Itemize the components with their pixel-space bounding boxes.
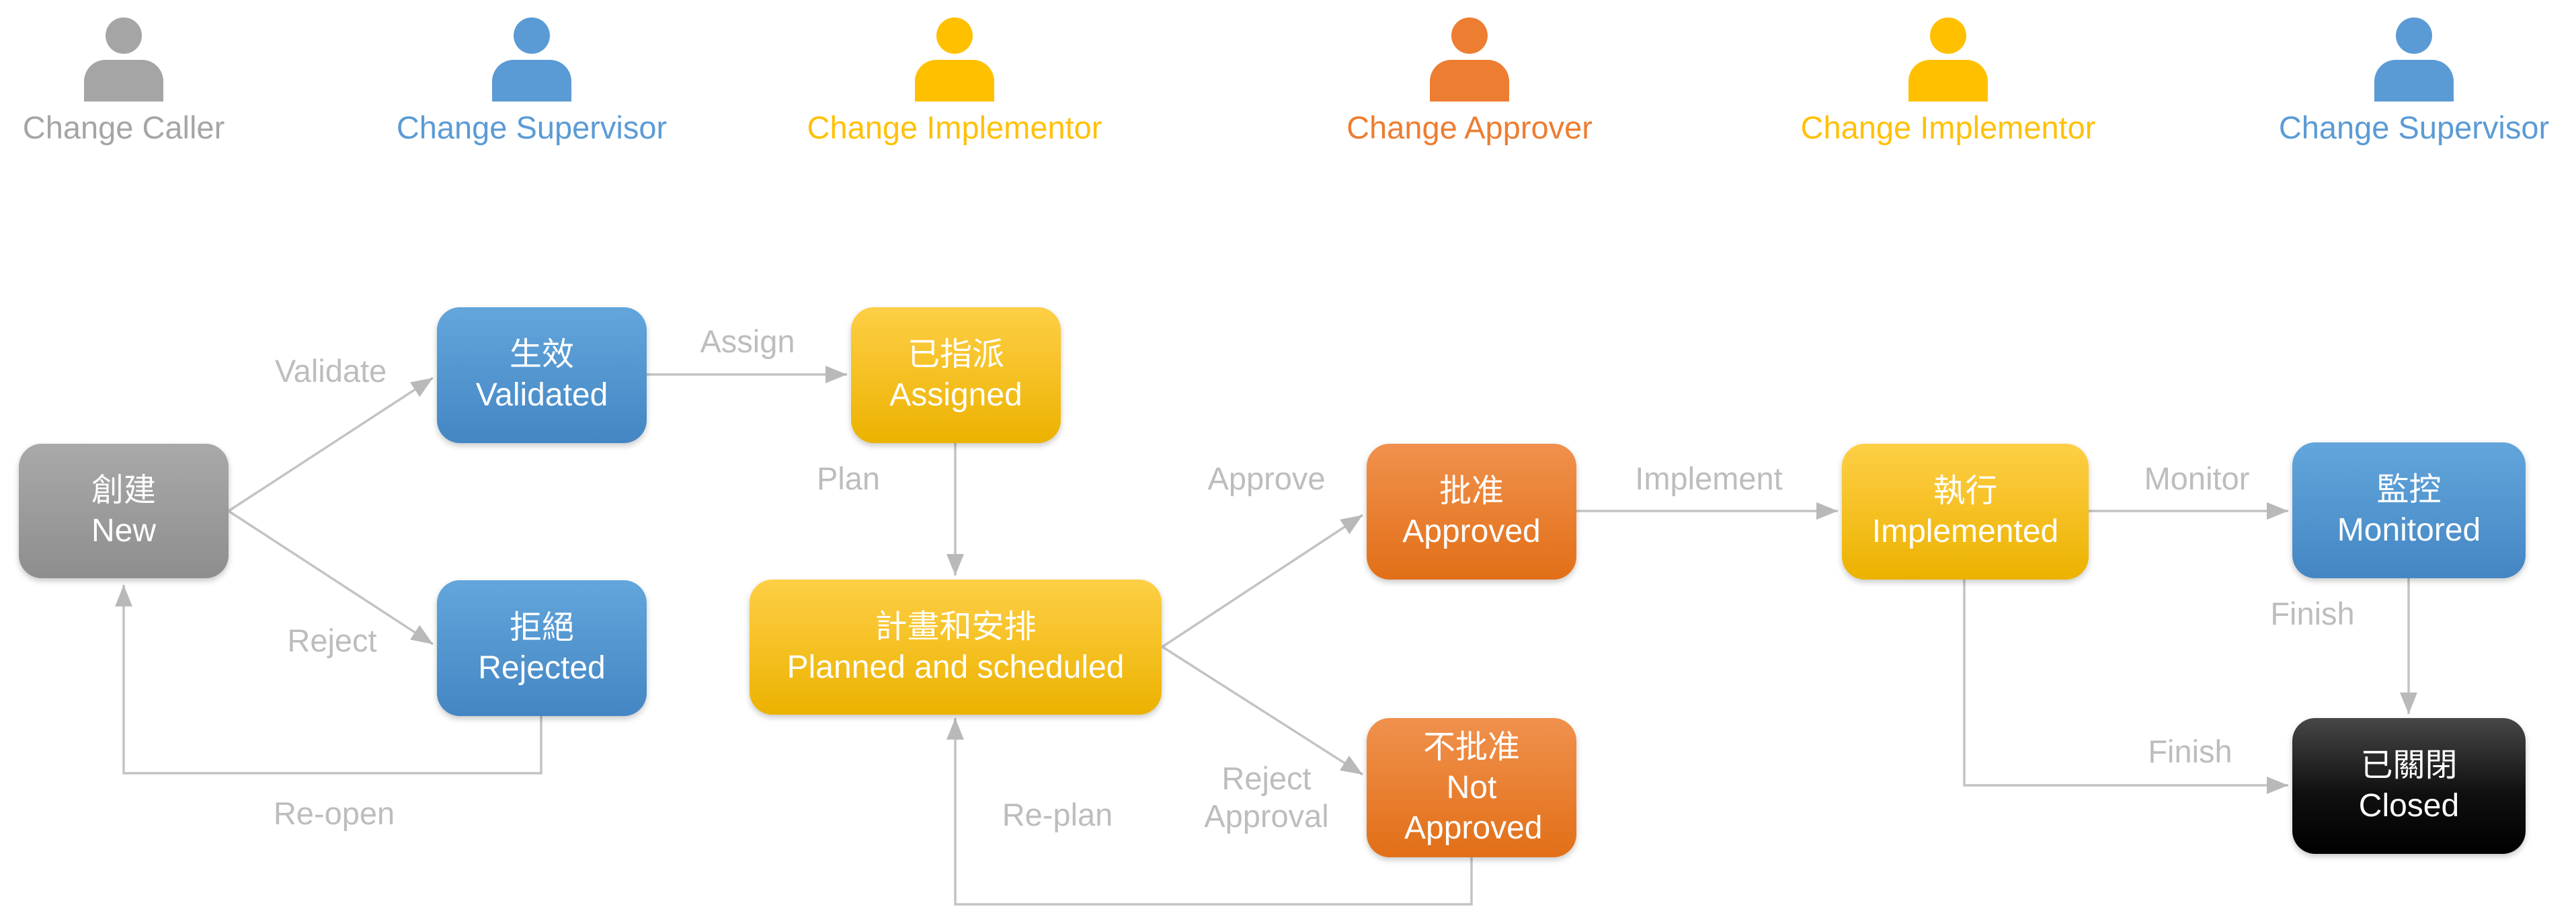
transition-label-approve: Approve <box>1207 461 1326 496</box>
role-label: Change Caller <box>22 110 225 145</box>
arrow-new-rejected <box>228 510 434 645</box>
person-head <box>2396 17 2432 54</box>
person-head <box>936 17 973 54</box>
state-label-zh: 監控 <box>2376 472 2442 508</box>
person-head <box>106 17 142 54</box>
arrow-planned-approved <box>1162 514 1363 648</box>
role-label: Change Approver <box>1346 110 1593 145</box>
state-label-zh: 拒絕 <box>509 610 574 645</box>
person-head <box>1451 17 1488 54</box>
role-change-implementor-2: Change Implementor <box>1733 17 2163 145</box>
transition-label-reject-approval: Reject Approval <box>1204 760 1329 834</box>
state-approved: 批准 Approved <box>1367 444 1576 580</box>
role-change-supervisor-2: Change Supervisor <box>2199 17 2576 145</box>
role-change-caller: Change Caller <box>0 17 339 145</box>
state-label-en: Not Approved <box>1404 769 1543 846</box>
state-assigned: 已指派 Assigned <box>851 307 1061 443</box>
state-rejected: 拒絕 Rejected <box>437 580 647 716</box>
person-icon <box>84 17 163 102</box>
state-validated: 生效 Validated <box>437 307 647 443</box>
role-change-supervisor-1: Change Supervisor <box>317 17 747 145</box>
state-label-en: Rejected <box>478 650 606 686</box>
role-change-approver: Change Approver <box>1254 17 1685 145</box>
state-label-zh: 已指派 <box>907 337 1004 372</box>
person-body <box>1430 60 1509 102</box>
transition-label-validate: Validate <box>274 353 387 389</box>
state-label-en: Closed <box>2358 788 2460 824</box>
transition-label-replan: Re-plan <box>1002 797 1113 832</box>
state-label-en: Validated <box>475 377 608 413</box>
person-body <box>915 60 994 102</box>
transition-label-plan: Plan <box>816 461 881 496</box>
person-icon <box>1430 17 1509 102</box>
role-label: Change Implementor <box>807 110 1102 145</box>
state-label-zh: 創建 <box>91 473 156 508</box>
arrow-notapproved-planned-replan <box>947 718 1473 906</box>
state-label-zh: 計畫和安排 <box>875 608 1037 645</box>
arrow-new-validated <box>228 377 434 512</box>
role-change-implementor-1: Change Implementor <box>739 17 1170 145</box>
transition-label-implement: Implement <box>1635 461 1783 496</box>
state-label-en: Approved <box>1402 514 1541 549</box>
state-label-en: Monitored <box>2337 512 2481 548</box>
state-label-en: Planned and scheduled <box>787 649 1125 685</box>
person-icon <box>915 17 994 102</box>
role-label: Change Supervisor <box>396 110 668 145</box>
state-closed: 已關閉 Closed <box>2292 718 2526 854</box>
transition-label-monitor: Monitor <box>2144 461 2250 496</box>
person-head <box>1930 17 1966 54</box>
arrow-planned-notapproved <box>1162 645 1363 776</box>
transition-label-finish-implemented: Finish <box>2148 734 2232 769</box>
role-label: Change Implementor <box>1800 110 2096 145</box>
state-implemented: 執行 Implemented <box>1842 444 2089 580</box>
state-label-zh: 執行 <box>1933 473 1998 509</box>
state-monitored: 監控 Monitored <box>2292 442 2526 578</box>
state-label-zh: 不批准 <box>1422 729 1520 765</box>
person-icon <box>2374 17 2454 102</box>
arrow-rejected-new-reopen <box>115 585 542 775</box>
role-label: Change Supervisor <box>2278 110 2550 145</box>
transition-label-assign: Assign <box>700 323 795 359</box>
person-icon <box>492 17 571 102</box>
person-body <box>492 60 571 102</box>
person-body <box>2374 60 2454 102</box>
transition-label-finish-monitored: Finish <box>2270 596 2355 631</box>
person-icon <box>1908 17 1988 102</box>
state-label-zh: 已關閉 <box>2360 748 2458 783</box>
arrow-implemented-closed <box>1963 580 2288 794</box>
state-planned: 計畫和安排 Planned and scheduled <box>750 580 1162 715</box>
state-not-approved: 不批准 Not Approved <box>1367 718 1576 857</box>
state-label-en: Implemented <box>1871 514 2059 549</box>
transition-label-reject: Reject <box>287 623 377 658</box>
state-label-en: Assigned <box>889 377 1022 413</box>
person-body <box>84 60 163 102</box>
state-label-zh: 生效 <box>509 337 574 372</box>
state-label-zh: 批准 <box>1439 473 1504 509</box>
transition-label-reopen: Re-open <box>273 795 395 831</box>
person-body <box>1908 60 1988 102</box>
person-head <box>514 17 550 54</box>
state-label-en: New <box>91 513 157 549</box>
state-new: 創建 New <box>19 444 229 578</box>
